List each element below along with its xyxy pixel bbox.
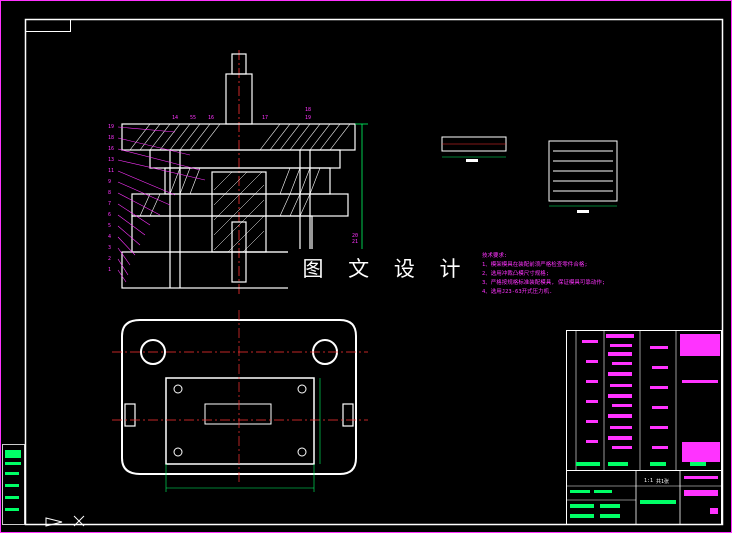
svg-text:21: 21: [352, 239, 358, 245]
watermark-label: 图 文 设 计: [288, 249, 484, 289]
part-label: 19: [108, 124, 114, 130]
slot-right: [342, 403, 354, 427]
part-label: 16: [108, 146, 114, 152]
part-detail-view-2: [548, 140, 618, 213]
part-label: 8: [108, 190, 111, 196]
part-label: 6: [108, 212, 111, 218]
technical-requirements: 技术要求: 1、模架模具在装配前须严格检查零件合格; 2、选用冲裁凸模尺寸规格;…: [482, 252, 605, 297]
part-leader-lines: [117, 126, 206, 283]
svg-text:18: 18: [305, 107, 311, 113]
tech-req-item-3: 3、严格按规格标准装配模具, 保证模具可靠动作;: [482, 280, 606, 286]
drawing-frame: [24, 18, 724, 526]
title-block: [566, 470, 722, 525]
die-plate-hatch: [139, 167, 321, 217]
title-block-sheet: 共1张: [656, 479, 670, 485]
parts-list-table: [566, 330, 722, 471]
guide-post-hole-left: [140, 339, 166, 365]
title-block-scale: 1:1: [644, 478, 654, 484]
die-plate: [131, 193, 349, 217]
part-label: 13: [108, 157, 114, 163]
part-number-labels-left: 19 18 16 13 11 9 8 7 6 5 4 3 2 1: [108, 124, 114, 273]
plan-view-dimensions: [165, 378, 321, 492]
svg-text:55: 55: [190, 115, 196, 121]
svg-text:16: 16: [208, 115, 214, 121]
part-label: 2: [108, 256, 111, 262]
svg-text:17: 17: [262, 115, 268, 121]
tech-req-item-2: 2、选用冲裁凸模尺寸规格;: [482, 271, 550, 277]
tech-req-title: 技术要求:: [482, 253, 508, 259]
part-label: 18: [108, 135, 114, 141]
lower-die-base-outline: [121, 319, 357, 475]
part-label: 3: [108, 245, 111, 251]
part-label: 7: [108, 201, 111, 207]
part-detail-view-1: [441, 136, 507, 162]
svg-text:14: 14: [172, 115, 178, 121]
plan-view-center-lines: [112, 310, 368, 484]
slot-left: [124, 403, 136, 427]
ucs-axis-icon: [45, 515, 85, 527]
revision-strip: [2, 444, 25, 525]
punch-fixing-plate: [149, 149, 341, 169]
part-label: 9: [108, 179, 111, 185]
part-label: 1: [108, 267, 111, 273]
die-plate-outline: [165, 377, 315, 465]
part-label: 5: [108, 223, 111, 229]
tech-req-item-4: 4、选用J23-63开式压力机.: [482, 289, 553, 295]
upper-plate-hatch: [129, 123, 351, 151]
die-cavity: [204, 403, 272, 425]
part-label: 11: [108, 168, 114, 174]
svg-text:20: 20: [352, 233, 358, 239]
tech-req-item-1: 1、模架模具在装配前须严格检查零件合格;: [482, 262, 588, 268]
part-label: 4: [108, 234, 111, 240]
assembly-section-view: [121, 50, 368, 295]
lower-die-block: [131, 215, 313, 253]
corner-label-box: [25, 19, 71, 32]
svg-text:19: 19: [305, 115, 311, 121]
ejector-screw: [231, 221, 247, 283]
